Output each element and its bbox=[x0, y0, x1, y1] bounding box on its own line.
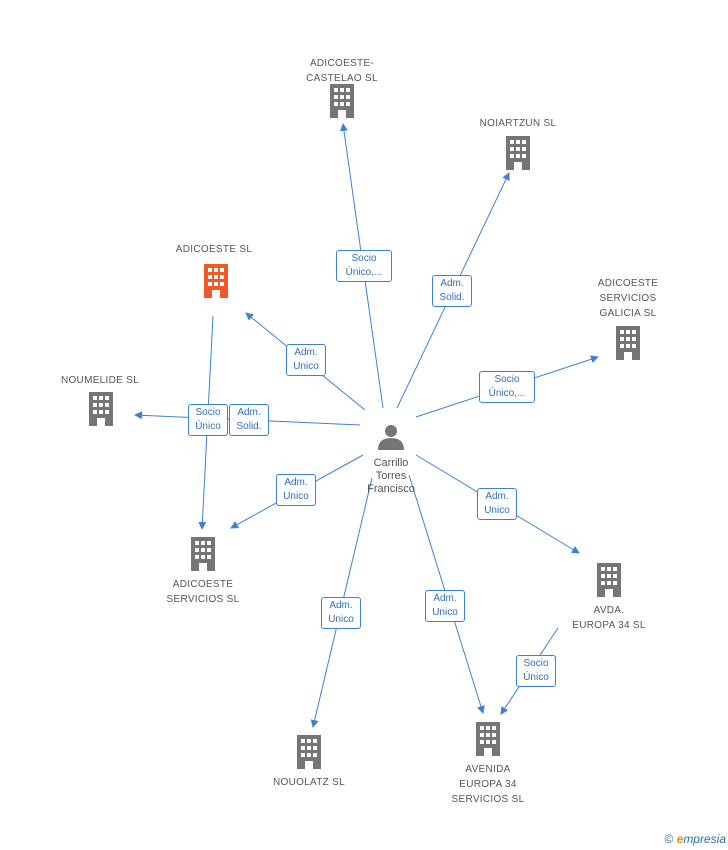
building-icon[interactable] bbox=[330, 84, 354, 118]
relation-label-line: Único,... bbox=[488, 388, 526, 399]
building-icon[interactable] bbox=[89, 392, 113, 426]
building-icon[interactable] bbox=[616, 326, 640, 360]
company-label[interactable]: ADICOESTE SERVICIOS SL bbox=[153, 577, 253, 607]
relation-label-line: Adm. bbox=[294, 347, 318, 358]
building-icon[interactable] bbox=[597, 563, 621, 597]
relation-label-line: Único,... bbox=[345, 267, 383, 278]
brand-name: mpresia bbox=[683, 832, 726, 846]
relation-label[interactable]: Adm. Unico bbox=[286, 344, 326, 376]
relation-label-line: Solid. bbox=[236, 421, 262, 432]
relation-label-line: Único bbox=[523, 672, 549, 683]
company-label[interactable]: NOUMELIDE SL bbox=[50, 373, 150, 388]
relation-label[interactable]: Adm. Unico bbox=[425, 590, 465, 622]
company-label-line: NOUOLATZ SL bbox=[272, 777, 346, 788]
relation-label-line: Único bbox=[195, 421, 221, 432]
person-name-line: Francisco bbox=[367, 483, 415, 495]
relation-label[interactable]: Adm. Unico bbox=[477, 488, 517, 520]
company-label[interactable]: NOIARTZUN SL bbox=[468, 116, 568, 131]
relation-label-line: Socio bbox=[195, 407, 221, 418]
relation-label-line: Socio bbox=[494, 374, 520, 385]
building-icon[interactable] bbox=[506, 136, 530, 170]
company-label-line: AVENIDA bbox=[465, 764, 511, 775]
company-label-line: CASTELAO SL bbox=[306, 73, 378, 84]
relation-label[interactable]: Adm. Unico bbox=[321, 597, 361, 629]
footer-brand: © empresia bbox=[664, 832, 726, 846]
relation-label[interactable]: Adm. Unico bbox=[276, 474, 316, 506]
relation-label-line: Adm. bbox=[433, 593, 457, 604]
company-label-line: AVDA. bbox=[593, 605, 625, 616]
relation-label-line: Socio bbox=[351, 253, 377, 264]
relation-label-line: Socio bbox=[523, 658, 549, 669]
person-name-line: Torres bbox=[375, 470, 407, 482]
relation-label-line: Adm. bbox=[485, 491, 509, 502]
company-label-line: EUROPA 34 SL bbox=[572, 620, 646, 631]
company-label[interactable]: ADICOESTE- CASTELAO SL bbox=[297, 56, 387, 86]
company-label-line: ADICOESTE SL bbox=[175, 244, 253, 255]
company-label-line: NOIARTZUN SL bbox=[479, 118, 557, 129]
company-label[interactable]: ADICOESTE SERVICIOS GALICIA SL bbox=[583, 276, 673, 321]
relation-label-line: Unico bbox=[432, 607, 458, 618]
nodes bbox=[89, 84, 640, 769]
company-label-line: EUROPA 34 bbox=[459, 779, 517, 790]
person-name-line: Carrillo bbox=[373, 457, 409, 469]
company-label-line: GALICIA SL bbox=[599, 308, 657, 319]
company-label[interactable]: NOUOLATZ SL bbox=[259, 775, 359, 790]
relation-label-line: Unico bbox=[484, 505, 510, 516]
person-icon[interactable] bbox=[378, 425, 404, 450]
relation-label[interactable]: Adm. Solid. bbox=[432, 275, 472, 307]
company-label-line: SERVICIOS SL bbox=[451, 794, 525, 805]
relation-label-line: Unico bbox=[293, 361, 319, 372]
company-label-line: ADICOESTE bbox=[172, 579, 234, 590]
building-icon[interactable] bbox=[191, 537, 215, 571]
relation-label-line: Unico bbox=[283, 491, 309, 502]
company-label-line: ADICOESTE- bbox=[309, 58, 375, 69]
company-label-line: ADICOESTE bbox=[597, 278, 659, 289]
company-label-line: SERVICIOS bbox=[599, 293, 657, 304]
company-label-line: NOUMELIDE SL bbox=[60, 375, 140, 386]
building-icon[interactable] bbox=[204, 264, 228, 298]
company-label[interactable]: ADICOESTE SL bbox=[164, 242, 264, 257]
relation-label-line: Adm. bbox=[329, 600, 353, 611]
company-label-line: SERVICIOS SL bbox=[166, 594, 240, 605]
building-icon[interactable] bbox=[476, 722, 500, 756]
relation-label-line: Adm. bbox=[237, 407, 261, 418]
relation-label-line: Solid. bbox=[439, 292, 465, 303]
building-icon[interactable] bbox=[297, 735, 321, 769]
relation-label-line: Adm. bbox=[440, 278, 464, 289]
copyright-symbol: © bbox=[664, 832, 674, 846]
brand-initial: e bbox=[676, 832, 684, 846]
company-label[interactable]: AVENIDA EUROPA 34 SERVICIOS SL bbox=[438, 762, 538, 807]
company-label[interactable]: AVDA. EUROPA 34 SL bbox=[559, 603, 659, 633]
relation-label-line: Adm. bbox=[284, 477, 308, 488]
relation-label[interactable]: Adm. Solid. bbox=[229, 404, 269, 436]
relation-label-line: Unico bbox=[328, 614, 354, 625]
